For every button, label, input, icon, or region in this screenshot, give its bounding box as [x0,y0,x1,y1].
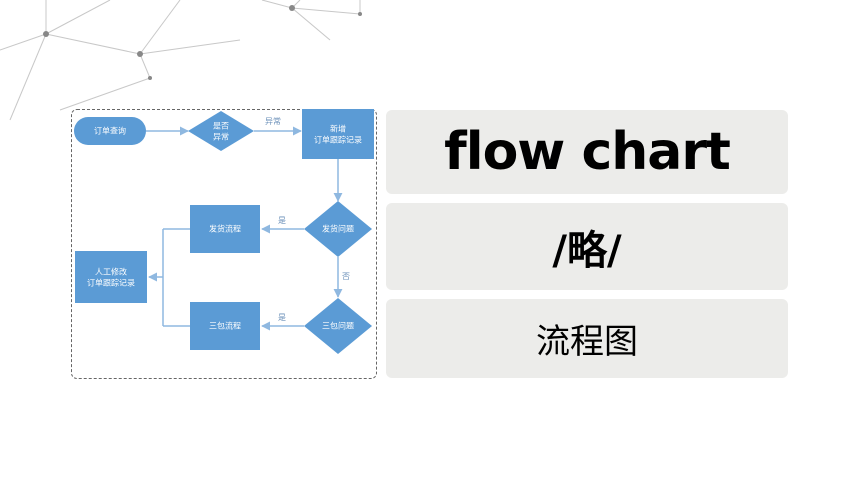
node-decision-shipping: 发货问题 [304,201,372,257]
node-manual-edit: 人工修改订单跟踪记录 [75,251,147,303]
node-new-record: 新增订单跟踪记录 [302,109,374,159]
node-decision-warranty-label: 三包问题 [322,321,354,331]
pronunciation-text: /略/ [552,227,622,274]
edge-label-yes-shipping: 是 [278,216,286,225]
node-start: 订单查询 [74,117,146,145]
edge-label-yes-warranty: 是 [278,313,286,322]
node-manual-edit-label: 人工修改订单跟踪记录 [87,267,135,288]
pronunciation-card: /略/ [386,203,788,290]
node-shipping-process-label: 发货流程 [209,224,241,234]
node-decision-shipping-label: 发货问题 [322,224,354,234]
flowchart-diagram: 订单查询 是否异常 新增订单跟踪记录 发货问题 发货流程 人工修改订单跟踪记录 … [74,109,374,354]
edge-label-no: 否 [342,272,350,281]
node-decision-exception: 是否异常 [188,111,254,151]
term-text: flow chart [444,122,731,182]
node-warranty-process-label: 三包流程 [209,321,241,331]
node-decision-warranty: 三包问题 [304,298,372,354]
translation-text: 流程图 [536,322,638,362]
network-decoration [0,0,362,121]
node-start-label: 订单查询 [94,126,126,136]
node-decision-exception-label: 是否异常 [213,122,229,142]
translation-card: 流程图 [386,299,788,378]
node-shipping-process: 发货流程 [190,205,260,253]
node-warranty-process: 三包流程 [190,302,260,350]
edge-label-exception: 异常 [265,117,281,126]
node-new-record-label: 新增订单跟踪记录 [314,124,362,145]
term-card: flow chart [386,110,788,194]
